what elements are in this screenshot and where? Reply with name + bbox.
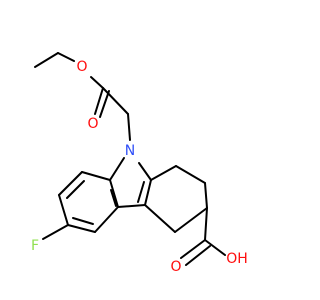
- bond-n-c9a: [138, 162, 152, 181]
- bond-c8a-c4b-double: [110, 189, 117, 207]
- bond-c9a-c1: [150, 165, 177, 181]
- bonds: [34, 52, 226, 266]
- bond-o-ester-carbon: [90, 76, 104, 89]
- bond-ethyl-ch3-ch2: [34, 52, 59, 68]
- bond-cooh-carbonyl-2: [185, 245, 211, 266]
- bond-c2-c3: [204, 182, 208, 209]
- bond-cooh-oh: [204, 239, 226, 256]
- bond-c4a-c4b: [117, 204, 146, 208]
- bond-n-c8a: [109, 157, 125, 181]
- acid-carbonyl-oxygen-label: O: [170, 259, 181, 275]
- bond-c4-c4a: [144, 204, 176, 233]
- bond-ester-carbonyl-1: [94, 87, 104, 115]
- bond-cooh-carbonyl-1: [180, 239, 206, 259]
- bond-c8-c7: [58, 171, 83, 196]
- bond-c8a-c8: [81, 171, 111, 181]
- bond-c6-c5: [67, 224, 96, 233]
- ester-carbonyl-oxygen-label: O: [87, 116, 98, 132]
- molecule-structure: O O N F O OH: [31, 52, 248, 275]
- atom-labels: O O N F O OH: [31, 59, 248, 275]
- indole-nitrogen-label: N: [125, 143, 135, 159]
- bond-c9a-c4a-double: [137, 181, 145, 203]
- fluorine-label: F: [31, 238, 39, 254]
- bond-ethyl-ch2-o: [57, 52, 75, 62]
- bond-c8-c7-double: [66, 180, 85, 199]
- bond-ch2-n: [127, 113, 131, 141]
- bond-c7-c6: [58, 194, 69, 226]
- bond-ester-carbon-ch2: [102, 87, 129, 115]
- bond-c3-cooh: [204, 207, 208, 241]
- bond-c9a-c4a: [144, 179, 152, 206]
- bond-c3-c4: [174, 207, 208, 233]
- bond-c8a-c4b: [109, 179, 119, 208]
- bond-c6-f: [42, 224, 69, 240]
- ether-oxygen-label: O: [76, 59, 87, 75]
- bond-ester-carbonyl-2: [99, 90, 110, 118]
- bond-c6-c5-double: [72, 217, 94, 225]
- acid-hydroxyl-label: OH: [226, 251, 248, 267]
- bond-c1-c2: [175, 165, 206, 184]
- bond-c5-c4b: [94, 206, 119, 233]
